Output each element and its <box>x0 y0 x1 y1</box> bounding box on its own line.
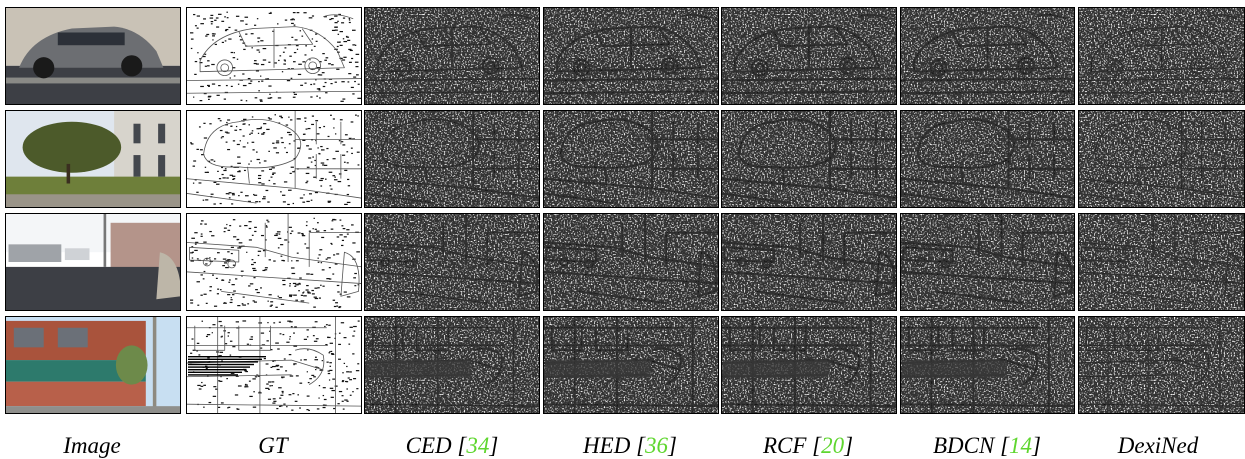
panel-brick-building-dexined <box>1078 316 1245 414</box>
panel-brick-building-hed <box>543 316 719 414</box>
panel-parked-cars-street-image <box>5 213 181 311</box>
panel-tree-building-hed <box>543 110 719 208</box>
caption-rcf: RCF [20] <box>762 433 854 458</box>
panel-car-street-dexined <box>1078 7 1245 105</box>
panel-brick-building-image <box>5 316 181 414</box>
panel-tree-building-dexined <box>1078 110 1245 208</box>
panel-parked-cars-street-bdcn <box>900 213 1075 311</box>
panel-car-street-hed <box>543 7 719 105</box>
panel-car-street-ced <box>364 7 540 105</box>
panel-parked-cars-street-hed <box>543 213 719 311</box>
panel-car-street-rcf <box>721 7 897 105</box>
panel-tree-building-gt <box>186 110 362 208</box>
caption-image: Image <box>63 433 121 458</box>
panel-tree-building-ced <box>364 110 540 208</box>
caption-ced: CED [34] <box>405 433 499 458</box>
panel-car-street-gt <box>186 7 362 105</box>
panel-brick-building-ced <box>364 316 540 414</box>
citation-ced: 34 <box>466 433 490 458</box>
panel-tree-building-bdcn <box>900 110 1075 208</box>
panel-brick-building-gt <box>186 316 362 414</box>
panel-car-street-bdcn <box>900 7 1075 105</box>
panel-tree-building-image <box>5 110 181 208</box>
caption-bdcn: BDCN [14] <box>933 433 1041 458</box>
panel-parked-cars-street-ced <box>364 213 540 311</box>
citation-hed: 36 <box>645 433 669 458</box>
panel-car-street-image <box>5 7 181 105</box>
column-captions: Image GT CED [34] HED [36] RCF [20] BDCN… <box>0 433 1245 459</box>
panel-parked-cars-street-gt <box>186 213 362 311</box>
citation-bdcn: 14 <box>1009 433 1033 458</box>
panel-brick-building-bdcn <box>900 316 1075 414</box>
panel-grid <box>5 7 1245 414</box>
caption-dexined: DexiNed <box>1117 433 1199 458</box>
panel-parked-cars-street-dexined <box>1078 213 1245 311</box>
caption-gt: GT <box>258 433 288 458</box>
panel-brick-building-rcf <box>721 316 897 414</box>
caption-hed: HED [36] <box>583 433 677 458</box>
panel-tree-building-rcf <box>721 110 897 208</box>
citation-rcf: 20 <box>821 433 845 458</box>
panel-parked-cars-street-rcf <box>721 213 897 311</box>
